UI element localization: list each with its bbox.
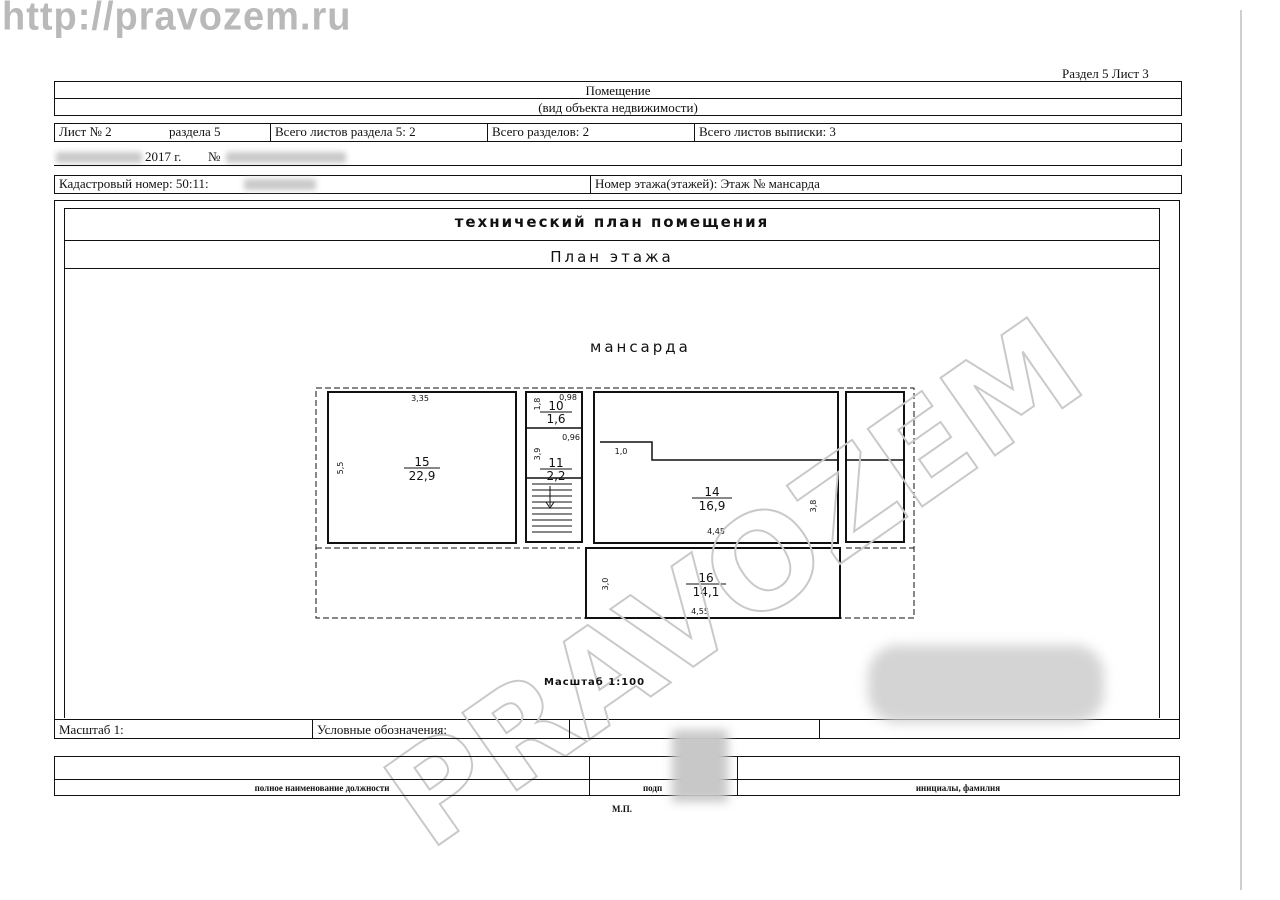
legend-row: Масштаб 1: Условные обозначения: — [54, 720, 1180, 739]
redacted-date — [56, 152, 142, 163]
plan-subtitle: План этажа — [550, 248, 674, 266]
dim-room14-bottom: 4,45 — [707, 527, 725, 536]
plan-scale-label: Масштаб 1:100 — [544, 677, 646, 688]
dim-room11-side: 3,9 — [533, 448, 542, 461]
signature-caption: подп — [643, 783, 663, 793]
sheet-info-row: Лист № 2 раздела 5 Всего листов раздела … — [54, 123, 1182, 142]
redacted-stamp — [868, 645, 1104, 723]
dim-room14-step: 1,0 — [615, 447, 628, 456]
section-number: раздела 5 — [169, 124, 221, 139]
dim-room15-top: 3,35 — [411, 394, 429, 403]
dim-room11-top: 0,96 — [562, 433, 580, 442]
room-10-area: 1,6 — [546, 412, 565, 426]
dim-room15-side: 5,5 — [336, 462, 345, 475]
room-11-number: 11 — [548, 456, 563, 470]
watermark-url: http://pravozem.ru — [2, 0, 352, 40]
dim-room10-top: 0,98 — [559, 393, 577, 402]
name-caption: инициалы, фамилия — [915, 783, 1001, 793]
dim-room16-bottom: 4,55 — [691, 607, 709, 616]
total-sheets-section: Всего листов раздела 5: 2 — [270, 124, 492, 141]
room-15-number: 15 — [414, 455, 429, 469]
dim-room10-side: 1,8 — [533, 398, 542, 411]
object-subtitle: (вид объекта недвижимости) — [538, 100, 698, 115]
date-row-border — [54, 149, 1182, 166]
signature-table: полное наименование должности подп иници… — [54, 756, 1180, 796]
floor-number: Номер этажа(этажей): Этаж № мансарда — [590, 176, 1181, 193]
total-sheets-extract: Всего листов выписки: 3 — [694, 124, 1181, 141]
stamp-label: М.П. — [612, 804, 632, 814]
cadastral-number-label: Кадастровый номер: 50:11: — [59, 176, 209, 191]
room-16-area: 14,1 — [693, 585, 720, 599]
dim-room14-side: 3,8 — [809, 500, 818, 513]
room-14-number: 14 — [704, 485, 719, 499]
plan-inner-frame — [64, 208, 1160, 718]
cadastral-row: Кадастровый номер: 50:11: Номер этажа(эт… — [54, 175, 1182, 194]
footer-legend: Условные обозначения: — [312, 720, 574, 738]
position-caption: полное наименование должности — [254, 783, 390, 793]
object-type-box: Помещение (вид объекта недвижимости) — [54, 81, 1182, 116]
room-11-area: 2,2 — [546, 469, 565, 483]
section-sheet-label: Раздел 5 Лист 3 — [1062, 66, 1149, 81]
room-14-area: 16,9 — [699, 499, 726, 513]
redacted-signature — [672, 730, 728, 802]
date-year: 2017 г. — [145, 149, 182, 164]
number-label: № — [208, 149, 221, 164]
room-10-number: 10 — [548, 399, 563, 413]
footer-scale: Масштаб 1: — [59, 722, 124, 737]
redacted-cadastral — [244, 179, 316, 190]
plan-outer-frame — [54, 200, 1180, 720]
floor-label: мансарда — [590, 338, 691, 356]
room-15-area: 22,9 — [409, 469, 436, 483]
redacted-number — [226, 152, 346, 163]
room-16-number: 16 — [698, 571, 713, 585]
plan-title: технический план помещения — [454, 213, 770, 231]
sheet-number: Лист № 2 — [59, 124, 112, 139]
object-title: Помещение — [585, 83, 651, 98]
page-edge — [1240, 10, 1242, 890]
dim-room16-side: 3,0 — [601, 578, 610, 591]
total-sections: Всего разделов: 2 — [487, 124, 699, 141]
